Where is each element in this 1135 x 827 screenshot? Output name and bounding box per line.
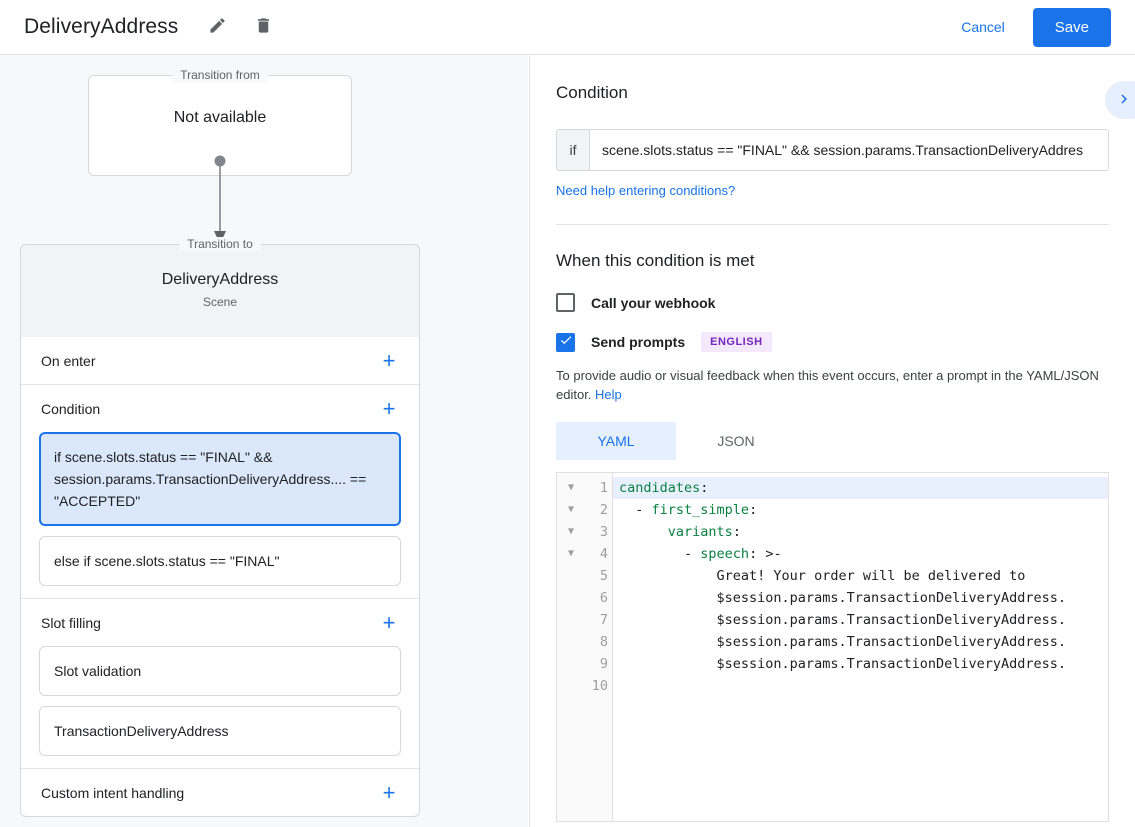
line-number: 3 <box>599 524 608 540</box>
line-number: 7 <box>599 612 608 628</box>
editor-fold-gutter[interactable]: ▼ ▼ ▼ ▼ <box>557 473 585 821</box>
line-number: 4 <box>599 546 608 562</box>
send-prompts-label: Send prompts <box>591 334 686 350</box>
section-items: if scene.slots.status == "FINAL" && sess… <box>21 432 419 598</box>
call-webhook-checkbox[interactable] <box>556 293 575 312</box>
section-header: Custom intent handling + <box>21 769 419 816</box>
yaml-code-editor[interactable]: ▼ ▼ ▼ ▼ 1 2 3 4 5 6 7 8 9 10 candidates: - first_sim… <box>556 472 1109 822</box>
fold-spacer <box>557 631 585 653</box>
prompts-helper-sentence: To provide audio or visual feedback when… <box>556 368 1099 402</box>
condition-expression-input[interactable] <box>590 130 1108 170</box>
right-panel: Condition if Need help entering conditio… <box>529 55 1135 827</box>
line-number: 8 <box>599 634 608 650</box>
transition-from-value: Not available <box>173 109 267 126</box>
condition-section: Condition if Need help entering conditio… <box>530 55 1135 225</box>
scene-sections-list: On enter + Condition + if scene.slots.status… <box>20 337 420 817</box>
section-header: On enter + <box>21 337 419 384</box>
call-webhook-label: Call your webhook <box>591 294 716 311</box>
list-item[interactable]: TransactionDeliveryAddress <box>39 706 401 756</box>
code-line[interactable]: $session.params.TransactionDeliveryAddre… <box>619 634 1067 650</box>
code-line[interactable]: - speech: >- <box>619 546 782 562</box>
line-number: 6 <box>599 590 608 606</box>
code-line[interactable] <box>613 675 1108 697</box>
add-icon[interactable]: + <box>377 349 401 373</box>
transition-to-scene-name: DeliveryAddress <box>161 271 279 288</box>
fold-spacer <box>557 565 585 587</box>
section-header: Slot filling + <box>21 599 419 646</box>
send-prompts-checkbox[interactable] <box>556 332 575 352</box>
page-title: DeliveryAddress <box>24 15 179 38</box>
code-line[interactable]: variants: <box>667 524 741 540</box>
code-line[interactable]: $session.params.TransactionDeliveryAddre… <box>619 612 1067 628</box>
list-item[interactable]: else if scene.slots.status == "FINAL" <box>39 536 401 586</box>
save-button[interactable]: Save <box>1032 7 1111 47</box>
condition-heading: Condition <box>556 83 628 102</box>
transition-to-legend: Transition to <box>179 237 261 251</box>
scene-section-on-enter: On enter + <box>21 337 419 385</box>
add-icon[interactable]: + <box>377 397 401 421</box>
add-icon[interactable]: + <box>377 781 401 805</box>
top-app-bar: DeliveryAddress Cancel Save <box>0 0 1135 55</box>
line-number: 9 <box>599 656 608 672</box>
fold-spacer <box>557 675 585 697</box>
scene-section-condition: Condition + if scene.slots.status == "FINA… <box>21 385 419 599</box>
section-title: Custom intent handling <box>41 784 185 801</box>
webhook-checkbox-row[interactable]: Call your webhook <box>556 293 1109 312</box>
when-condition-met-section: When this condition is met Call your web… <box>530 225 1135 822</box>
send-prompts-checkbox-row[interactable]: Send prompts ENGLISH <box>556 332 1109 352</box>
editor-line-numbers: 1 2 3 4 5 6 7 8 9 10 <box>585 473 613 821</box>
line-number: 5 <box>599 568 608 584</box>
code-line[interactable]: Great! Your order will be delivered to <box>619 568 1026 584</box>
pencil-icon <box>208 16 227 38</box>
section-title: Condition <box>41 400 101 417</box>
code-line[interactable]: - first_simple: <box>619 502 758 518</box>
transition-to-box: Transition to DeliveryAddress Scene <box>20 237 420 337</box>
add-icon[interactable]: + <box>377 611 401 635</box>
chevron-right-icon <box>1115 90 1133 111</box>
transition-from-legend: Transition from <box>172 68 268 82</box>
fold-triangle-icon[interactable]: ▼ <box>567 526 575 537</box>
section-divider <box>556 224 1109 225</box>
editor-format-tabs: YAML JSON <box>556 422 1109 460</box>
section-title: On enter <box>41 352 96 369</box>
scene-section-custom-intent-handling: Custom intent handling + <box>21 769 419 816</box>
line-number: 2 <box>599 502 608 518</box>
prompts-help-link[interactable]: Help <box>595 387 622 402</box>
fold-spacer <box>557 587 585 609</box>
cancel-button[interactable]: Cancel <box>945 11 1021 43</box>
when-condition-met-heading: When this condition is met <box>556 251 755 270</box>
edit-button[interactable] <box>200 10 234 44</box>
condition-input-row[interactable]: if <box>556 129 1109 171</box>
tab-json[interactable]: JSON <box>676 422 796 460</box>
line-number: 10 <box>591 678 608 694</box>
fold-spacer <box>557 609 585 631</box>
checkmark-icon <box>559 333 573 352</box>
condition-if-prefix: if <box>557 130 590 170</box>
code-line[interactable]: candidates: <box>613 477 1108 499</box>
fold-triangle-icon[interactable]: ▼ <box>567 482 575 493</box>
delete-button[interactable] <box>246 10 280 44</box>
transition-from-box: Transition from Not available <box>88 68 352 176</box>
condition-help-link[interactable]: Need help entering conditions? <box>556 183 736 198</box>
list-item[interactable]: Slot validation <box>39 646 401 696</box>
fold-triangle-icon[interactable]: ▼ <box>567 548 575 559</box>
editor-code-area[interactable]: candidates: - first_simple: variants: - … <box>613 473 1108 821</box>
line-number: 1 <box>599 480 608 496</box>
transition-to-scene-type: Scene <box>202 295 238 309</box>
language-badge: ENGLISH <box>701 332 772 352</box>
prompts-helper-text: To provide audio or visual feedback when… <box>556 366 1109 404</box>
fold-triangle-icon[interactable]: ▼ <box>567 504 575 515</box>
section-header: Condition + <box>21 385 419 432</box>
code-line[interactable]: $session.params.TransactionDeliveryAddre… <box>619 590 1067 606</box>
list-item[interactable]: if scene.slots.status == "FINAL" && sess… <box>39 432 401 526</box>
trash-icon <box>254 16 273 38</box>
tab-yaml[interactable]: YAML <box>556 422 676 460</box>
code-line[interactable]: $session.params.TransactionDeliveryAddre… <box>619 656 1067 672</box>
expand-panel-button[interactable] <box>1105 81 1135 119</box>
section-title: Slot filling <box>41 614 101 631</box>
fold-spacer <box>557 653 585 675</box>
left-panel: Transition from Not available Transition… <box>0 55 528 827</box>
